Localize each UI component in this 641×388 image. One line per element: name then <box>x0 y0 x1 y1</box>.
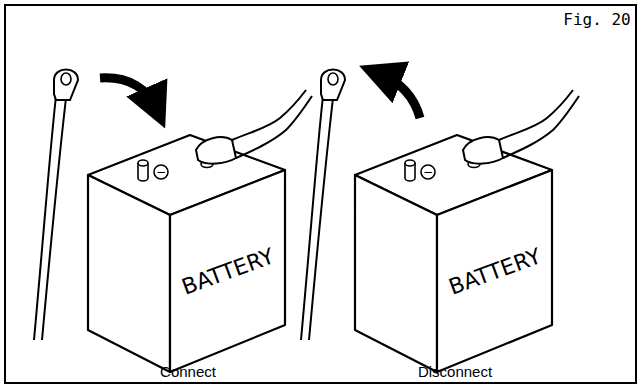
caption-label: Disconnect <box>418 364 492 379</box>
disconnect-arrow <box>380 74 420 118</box>
battery-disconnect <box>301 70 579 373</box>
figure-frame <box>5 5 636 383</box>
minus-sign: − <box>156 166 166 178</box>
caption-label: Connect <box>160 364 216 379</box>
connect-arrow <box>100 78 156 108</box>
minus-sign: − <box>423 166 433 178</box>
figure-number: Fig. 20 <box>563 12 630 28</box>
battery-connect <box>34 70 312 373</box>
